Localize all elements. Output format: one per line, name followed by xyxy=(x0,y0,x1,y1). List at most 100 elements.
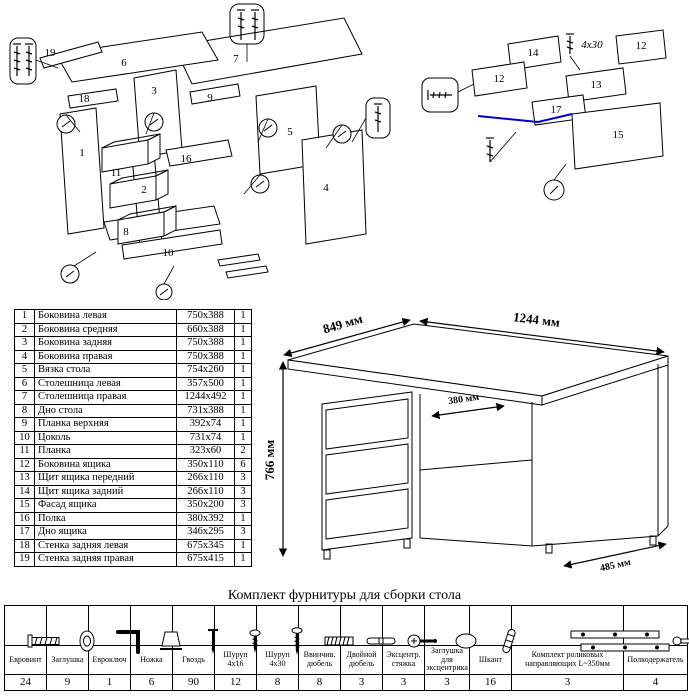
screw-icons-left-callout xyxy=(13,43,33,76)
part-number: 7 xyxy=(14,390,35,405)
part-number: 14 xyxy=(14,484,35,499)
threaded-dowel-icon xyxy=(324,636,353,645)
hardware-item-qty: 90 xyxy=(172,673,215,691)
drawer-front-1 xyxy=(325,398,409,450)
panel-side-left xyxy=(59,107,105,235)
part-qty: 1 xyxy=(234,363,252,378)
drawer-panel-13 xyxy=(565,67,627,103)
part-qty: 3 xyxy=(234,498,252,513)
hardware-item-name: Гвоздь xyxy=(172,645,215,675)
dim-line-849 xyxy=(283,317,411,358)
hardware-item-qty: 1 xyxy=(88,673,131,691)
hardware-icon-cell xyxy=(256,605,302,655)
part-number: 17 xyxy=(14,525,35,540)
hardware-item-name: Эксцентр. стяжка xyxy=(382,645,425,675)
hardware-item-qty: 3 xyxy=(382,673,425,691)
hex-key-icon xyxy=(115,629,140,654)
roller-rails-icon xyxy=(217,253,269,279)
part-number: 5 xyxy=(14,363,35,378)
nail-icon xyxy=(207,628,218,654)
dim-label-849: 849 мм xyxy=(321,311,364,337)
part-size: 357x500 xyxy=(176,376,235,391)
panel-side-right xyxy=(301,129,367,245)
euro-screw-icon xyxy=(27,634,59,647)
part-name: Стенка задняя левая xyxy=(34,538,177,553)
drawer-panel-12-left xyxy=(471,61,528,97)
exploded-view-drawer: 12 14 12 13 17 15 4x30 xyxy=(421,29,667,201)
drawer-box-1 xyxy=(101,133,161,173)
part-qty: 1 xyxy=(234,376,252,391)
part-label-6: 6 xyxy=(121,57,127,69)
part-size: 380x392 xyxy=(176,511,235,526)
callout-box-drawer xyxy=(421,77,459,113)
panel-top-left xyxy=(55,31,219,83)
part-name: Планка верхняя xyxy=(34,417,177,432)
hardware-item-qty: 6 xyxy=(130,673,173,691)
part-number: 13 xyxy=(14,471,35,486)
part-label-8: 8 xyxy=(123,226,129,238)
part-size: 266x110 xyxy=(176,471,235,486)
hardware-quantities-row: 24 9 1 6 90 12 8 8 3 3 3 16 3 4 xyxy=(4,673,688,691)
part-number: 12 xyxy=(14,457,35,472)
part-size: 392x74 xyxy=(176,417,235,432)
screw-4x30-icon xyxy=(291,626,302,655)
exploded-view-main: 19 18 6 7 3 9 1 11 2 16 5 4 8 10 xyxy=(9,3,391,300)
leader-lines xyxy=(35,44,367,285)
hardware-icon-cell xyxy=(622,605,689,646)
drawer-panel-14 xyxy=(507,35,562,71)
part-size: 1244x492 xyxy=(176,390,235,405)
drawer-label-17: 17 xyxy=(551,104,563,116)
part-qty: 3 xyxy=(234,525,252,540)
part-qty: 1 xyxy=(234,403,252,418)
part-name: Дно ящика xyxy=(34,525,177,540)
desk-top xyxy=(287,323,669,397)
part-label-10: 10 xyxy=(163,247,175,259)
part-label-11: 11 xyxy=(111,167,122,179)
dim-line-485 xyxy=(563,541,667,569)
part-size: 750x388 xyxy=(176,336,235,351)
drawer-leader-lines xyxy=(457,55,581,181)
panel-top-right xyxy=(173,17,363,85)
hardware-icon-cell xyxy=(130,605,182,650)
part-name: Щит ящика задний xyxy=(34,484,177,499)
part-label-18: 18 xyxy=(79,93,91,105)
drawer-front-3 xyxy=(325,488,409,540)
drawer-front-2 xyxy=(325,443,409,495)
cap-icon xyxy=(79,630,94,651)
dim-label-380: 380 мм xyxy=(447,392,480,407)
part-number: 18 xyxy=(14,538,35,553)
hardware-icon-cell xyxy=(214,605,260,653)
desk-carcass-lines xyxy=(323,364,669,560)
part-number: 9 xyxy=(14,417,35,432)
hardware-icon-cell xyxy=(4,605,59,647)
hardware-item-qty: 8 xyxy=(256,673,299,691)
part-label-2: 2 xyxy=(141,184,147,196)
cam-cap-icon xyxy=(455,633,477,648)
drawer-label-12a: 12 xyxy=(494,73,505,85)
part-label-19: 19 xyxy=(45,47,57,59)
hardware-icon-cell xyxy=(172,605,218,654)
part-name: Вязка стола xyxy=(34,363,177,378)
double-dowel-icon xyxy=(366,637,395,644)
drawer-box-2 xyxy=(109,169,169,209)
drawer-panel-12-right xyxy=(615,29,667,65)
hardware-icon-cell xyxy=(88,605,140,654)
hardware-item-name: Заглушка для эксцентрика xyxy=(424,645,470,675)
screw-icon-right-callout xyxy=(374,103,382,132)
part-label-3: 3 xyxy=(151,85,157,97)
hardware-icon-cell xyxy=(298,605,353,646)
part-number: 3 xyxy=(14,336,35,351)
part-name: Боковина правая xyxy=(34,349,177,364)
panel-back-left-wall xyxy=(67,88,119,109)
hardware-item-qty: 24 xyxy=(4,673,47,691)
